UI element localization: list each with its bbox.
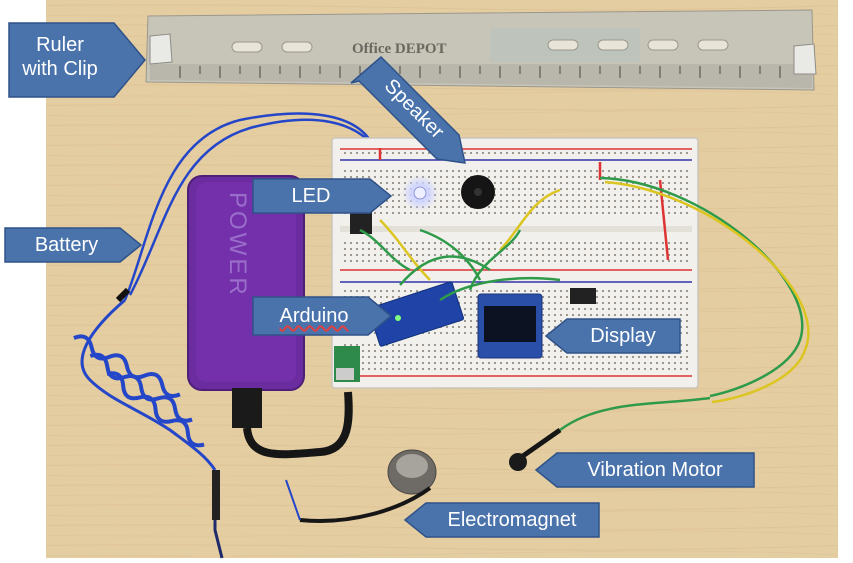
callout-ruler-line2: with Clip xyxy=(22,58,98,80)
motor-leads xyxy=(509,176,810,471)
ruler-clip-left xyxy=(149,33,173,65)
battery-coil-cable xyxy=(73,298,224,559)
callout-vibration-motor: Vibration Motor xyxy=(534,452,755,488)
callout-battery-shape xyxy=(4,227,143,263)
callout-vibration-motor-shape xyxy=(534,452,755,488)
blue-wires xyxy=(115,112,384,303)
callout-electromagnet: Electromagnet xyxy=(403,502,600,538)
callout-display-label: Display xyxy=(590,325,656,347)
battery-brand-text: POWER xyxy=(224,192,251,298)
led xyxy=(413,186,427,200)
board-components xyxy=(334,175,596,382)
callout-ruler-shape xyxy=(8,22,146,98)
ruler: Office DEPOT xyxy=(145,9,817,91)
ruler-brand-text: Office DEPOT xyxy=(352,41,447,57)
callout-arduino-shape xyxy=(252,296,393,336)
ruler-clip-right xyxy=(793,43,817,75)
callout-display: Display xyxy=(544,318,681,354)
callout-led-shape xyxy=(252,178,393,214)
callout-display-shape xyxy=(544,318,681,354)
callout-ruler-with-clip: Ruler with Clip xyxy=(8,22,146,98)
callout-speaker-shape xyxy=(350,55,466,164)
callout-electromagnet-shape xyxy=(403,502,600,538)
callout-vibration-motor-label: Vibration Motor xyxy=(587,459,723,481)
vibration-motor xyxy=(509,453,527,471)
callout-ruler-line1: Ruler xyxy=(36,34,84,56)
callout-electromagnet-label: Electromagnet xyxy=(447,509,577,531)
callout-arduino: Arduino xyxy=(252,296,393,336)
callout-led-label: LED xyxy=(291,185,331,207)
usb-cable xyxy=(243,391,353,459)
callout-led: LED xyxy=(252,178,393,214)
callout-battery-label: Battery xyxy=(34,234,99,256)
callout-arduino-label: Arduino xyxy=(279,305,349,327)
electromagnet-part xyxy=(285,449,437,523)
callout-battery: Battery xyxy=(4,227,143,263)
callout-speaker: Speaker xyxy=(345,55,470,165)
